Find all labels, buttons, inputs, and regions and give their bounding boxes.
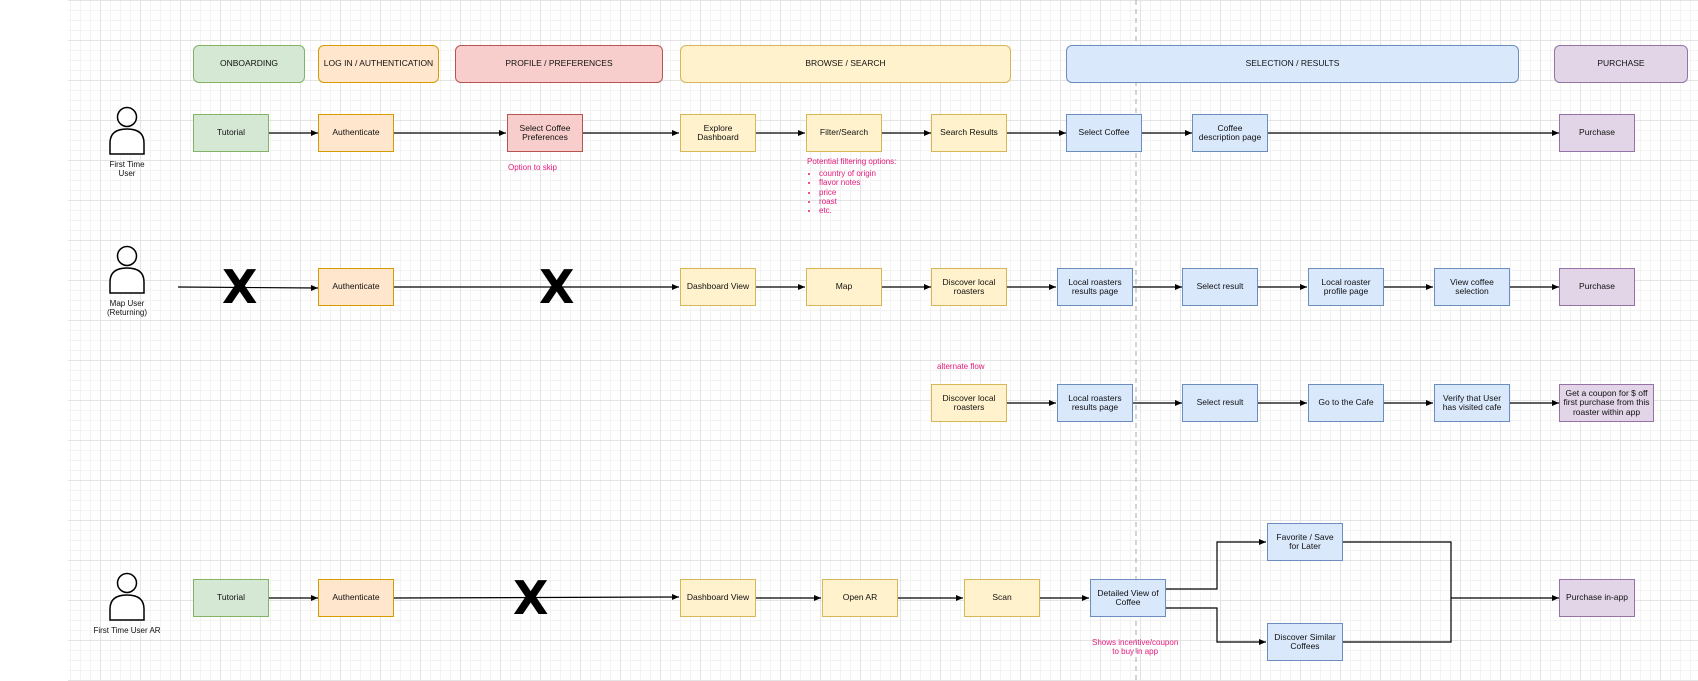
node-open-ar: Open AR [822,579,898,617]
node-discover-roasters: Discover local roasters [931,384,1007,422]
note-filter-options: Potential filtering options: country of … [807,157,896,215]
user-icon [109,106,145,155]
note-filter-title: Potential filtering options: [807,157,897,166]
actor-label: First Time User [109,160,145,179]
node-purchase-in-app: Purchase in-app [1559,579,1635,617]
node-roasters-results: Local roasters results page [1057,384,1133,422]
note-alternate-flow: alternate flow [937,362,985,371]
actor-label: Map User (Returning) [106,299,147,318]
node-authenticate: Authenticate [318,579,394,617]
node-scan: Scan [964,579,1040,617]
header-profile: PROFILE / PREFERENCES [455,45,663,83]
node-authenticate: Authenticate [318,114,394,152]
user-icon [109,245,145,294]
header-onboarding: ONBOARDING [193,45,305,83]
filter-option: roast [819,197,896,206]
actor-first-time-user: First Time User [92,106,162,178]
note-incentive: Shows incentive/coupon to buy in app [1092,638,1179,657]
node-select-result: Select result [1182,268,1258,306]
node-go-to-cafe: Go to the Cafe [1308,384,1384,422]
node-dashboard-view: Dashboard View [680,268,756,306]
node-dashboard-view: Dashboard View [680,579,756,617]
filter-option: etc. [819,206,896,215]
node-discover-roasters: Discover local roasters [931,268,1007,306]
node-favorite-save: Favorite / Save for Later [1267,523,1343,561]
node-purchase: Purchase [1559,268,1635,306]
node-explore-dashboard: Explore Dashboard [680,114,756,152]
node-roasters-results: Local roasters results page [1057,268,1133,306]
filter-options-list: country of origin flavor notes price roa… [807,169,896,215]
node-coffee-description: Coffee description page [1192,114,1268,152]
user-icon [109,572,145,621]
filter-option: flavor notes [819,178,896,187]
node-select-coffee: Select Coffee [1066,114,1142,152]
node-select-preferences: Select Coffee Preferences [507,114,583,152]
header-browse: BROWSE / SEARCH [680,45,1011,83]
node-roaster-profile: Local roaster profile page [1308,268,1384,306]
skip-profile-x: X [539,260,575,314]
node-authenticate: Authenticate [318,268,394,306]
node-map: Map [806,268,882,306]
row2-connectors [177,284,1559,291]
header-purchase: PURCHASE [1554,45,1688,83]
node-discover-similar: Discover Similar Coffees [1267,623,1343,661]
diagram-canvas [68,0,1698,681]
filter-option: country of origin [819,169,896,178]
node-detailed-view: Detailed View of Coffee [1090,579,1166,617]
node-view-coffee-selection: View coffee selection [1434,268,1510,306]
actor-label: First Time User AR [93,626,161,635]
node-tutorial: Tutorial [193,579,269,617]
node-tutorial: Tutorial [193,114,269,152]
note-option-to-skip: Option to skip [508,163,557,172]
node-coupon: Get a coupon for $ off first purchase fr… [1559,384,1654,422]
header-login: LOG IN / AUTHENTICATION [318,45,439,83]
node-purchase: Purchase [1559,114,1635,152]
actor-ar-user: First Time User AR [84,572,170,635]
skip-onboarding-x: X [222,260,258,314]
actor-map-user: Map User (Returning) [92,245,162,317]
header-selection: SELECTION / RESULTS [1066,45,1519,83]
skip-profile-x: X [513,571,549,625]
filter-option: price [819,188,896,197]
node-filter-search: Filter/Search [806,114,882,152]
node-select-result: Select result [1182,384,1258,422]
row4-connectors [269,539,1559,645]
node-search-results: Search Results [931,114,1007,152]
node-verify-visit: Verify that User has visited cafe [1434,384,1510,422]
